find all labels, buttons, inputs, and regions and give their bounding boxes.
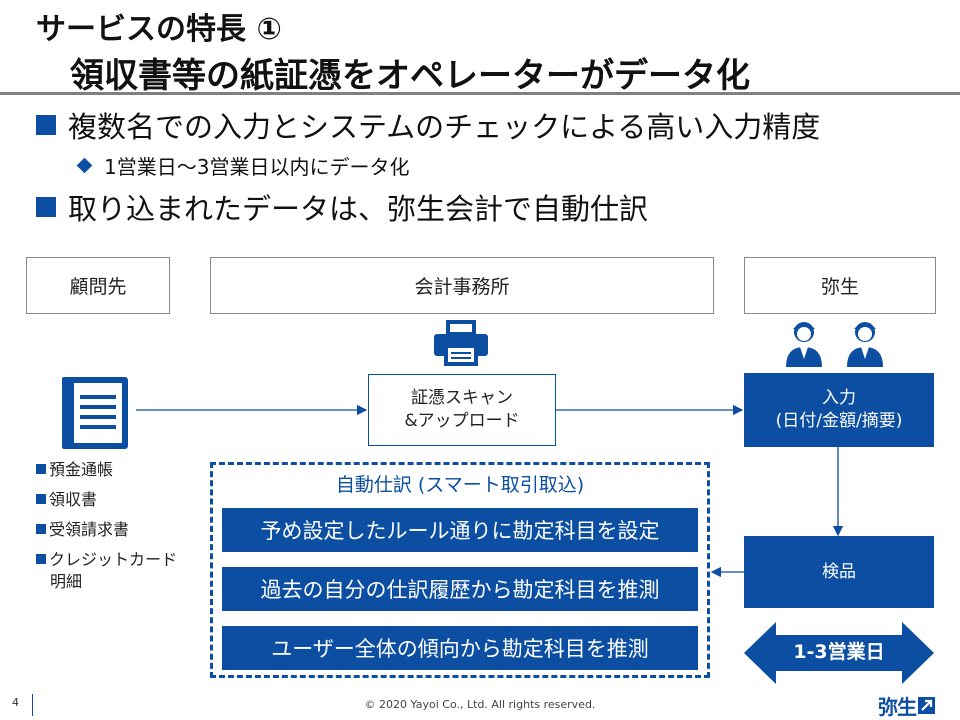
inspection-box: 検品 <box>744 536 934 608</box>
brand-logo: 弥生 <box>878 691 935 720</box>
inspection-label: 検品 <box>822 561 856 582</box>
doc-item: 明細 <box>50 572 83 591</box>
bullet-2: 取り込まれたデータは、弥生会計で自動仕訳 <box>36 186 648 228</box>
bullet-square-icon <box>36 197 56 217</box>
input-box: 入力 (日付/金額/摘要) <box>744 373 934 447</box>
doc-item: 領収書 <box>36 489 97 511</box>
sub-bullet: 1営業日〜3営業日以内にデータ化 <box>76 151 409 180</box>
rule-box-2: 過去の自分の仕訳履歴から勘定科目を推測 <box>222 567 698 611</box>
duration-label: 1-3営業日 <box>793 641 885 663</box>
rule-box-3: ユーザー全体の傾向から勘定科目を推測 <box>222 626 698 670</box>
operator-icon <box>786 322 822 367</box>
scan-box-line2: &アップロード <box>404 411 520 431</box>
header-office: 会計事務所 <box>210 257 714 314</box>
auto-journal-title: 自動仕訳 (スマート取引取込) <box>335 474 585 496</box>
double-arrow-icon <box>744 622 934 684</box>
input-box-line2: (日付/金額/摘要) <box>775 411 903 431</box>
small-square-icon <box>36 554 46 564</box>
page-number: 4 <box>12 696 19 709</box>
bullet-1-text: 複数名での入力とシステムのチェックによる高い入力精度 <box>68 110 821 144</box>
sub-bullet-text: 1営業日〜3営業日以内にデータ化 <box>104 155 410 179</box>
logo-text: 弥生 <box>878 695 917 719</box>
header-yayoi: 弥生 <box>744 257 936 314</box>
copyright-text: © 2020 Yayoi Co., Ltd. All rights reserv… <box>364 698 596 711</box>
small-square-icon <box>36 464 46 474</box>
input-box-line1: 入力 <box>821 388 856 409</box>
document-icon <box>62 377 128 449</box>
bullet-square-icon <box>36 115 56 135</box>
slide-title-line1: サービスの特長 ① <box>36 12 282 47</box>
doc-item: 預金通帳 <box>36 459 113 481</box>
doc-item: 受領請求書 <box>36 519 129 541</box>
doc-item: クレジットカード <box>36 549 177 571</box>
printer-icon <box>434 320 488 366</box>
bullet-2-text: 取り込まれたデータは、弥生会計で自動仕訳 <box>68 192 649 226</box>
header-yayoi-label: 弥生 <box>820 276 859 298</box>
small-square-icon <box>36 494 46 504</box>
title-divider <box>0 92 960 95</box>
bullet-1: 複数名での入力とシステムのチェックによる高い入力精度 <box>36 104 820 146</box>
auto-journal-frame <box>210 462 710 678</box>
slide-title-line2: 領収書等の紙証憑をオペレーターがデータ化 <box>70 56 750 96</box>
logo-arrow-icon <box>918 697 935 714</box>
header-client-label: 顧問先 <box>69 276 127 298</box>
scan-box-line1: 証憑スキャン <box>410 388 513 409</box>
header-office-label: 会計事務所 <box>414 276 510 298</box>
operator-icon <box>847 322 883 367</box>
footer-divider <box>32 694 33 716</box>
scan-upload-box: 証憑スキャン &アップロード <box>368 374 556 446</box>
header-client: 顧問先 <box>26 257 170 314</box>
small-square-icon <box>36 524 46 534</box>
rule-box-1: 予め設定したルール通りに勘定科目を設定 <box>222 508 698 552</box>
